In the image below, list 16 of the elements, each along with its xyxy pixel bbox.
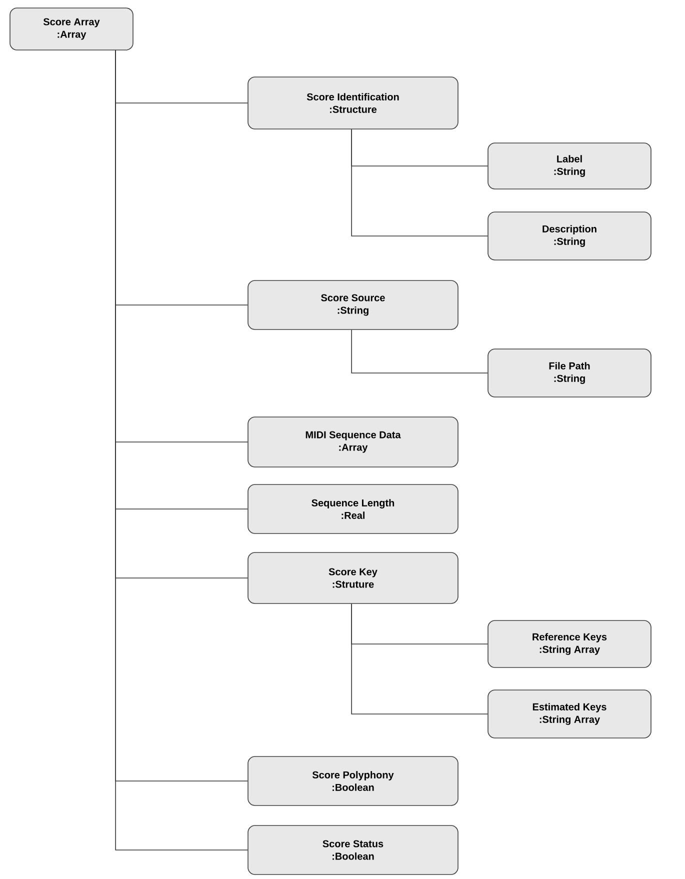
type-box: Sequence Length :Real xyxy=(248,484,458,534)
connector-line xyxy=(351,330,488,374)
connector-line xyxy=(351,129,488,236)
type-box: Estimated Keys :String Array xyxy=(488,690,652,738)
type-box: Label :String xyxy=(488,142,652,190)
type-box: Score Key :Struture xyxy=(248,552,458,604)
type-box: File Path :String xyxy=(488,348,652,398)
type-box: MIDI Sequence Data :Array xyxy=(248,416,458,468)
type-box: Score Source :String xyxy=(248,280,458,330)
type-box: Score Identification :Structure xyxy=(248,76,458,130)
type-box: Score Polyphony :Boolean xyxy=(248,756,458,806)
type-box: Score Array :Array xyxy=(10,8,134,50)
connector-line xyxy=(351,604,488,714)
type-box: Score Status :Boolean xyxy=(248,825,458,875)
type-box: Reference Keys :String Array xyxy=(488,620,652,668)
type-box: Description :String xyxy=(488,212,652,260)
